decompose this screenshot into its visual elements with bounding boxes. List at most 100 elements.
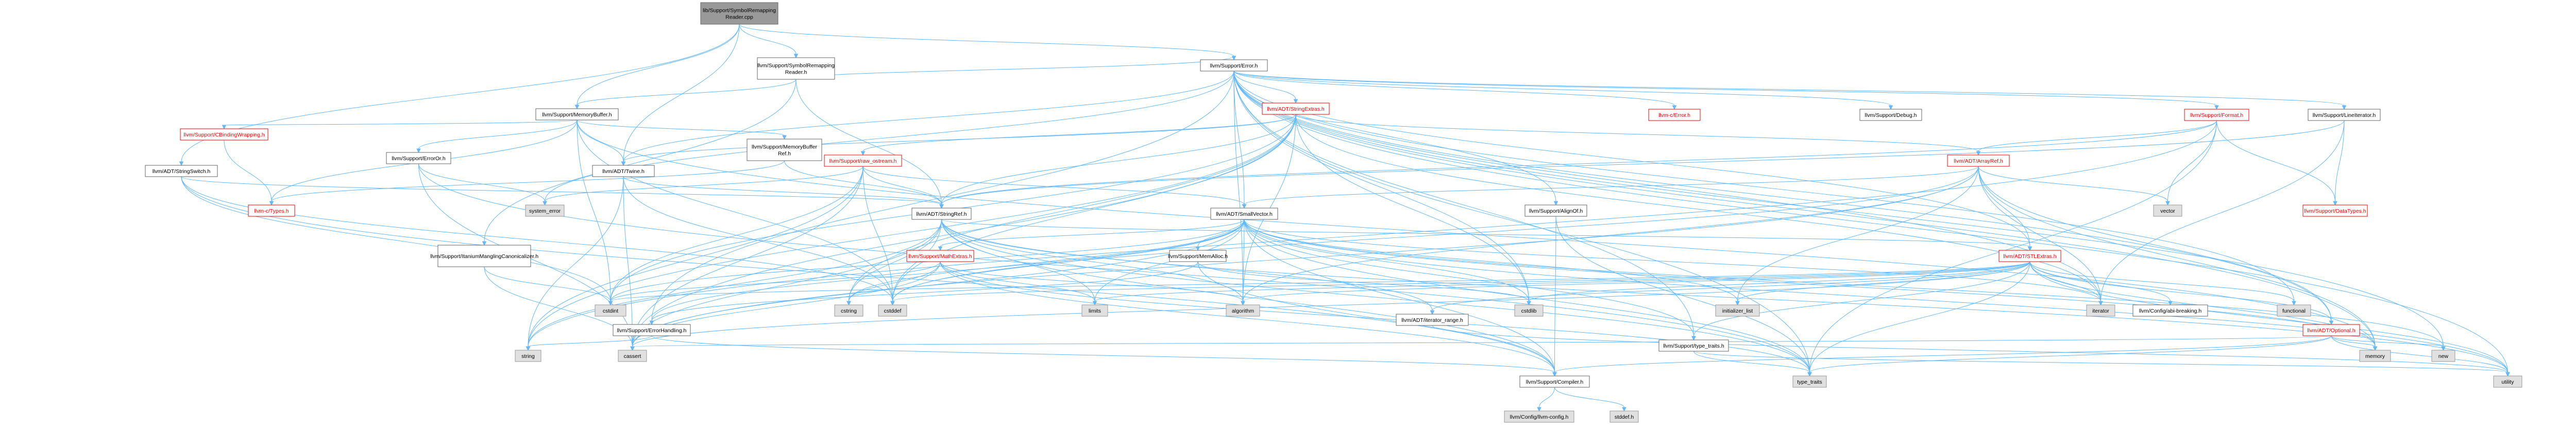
node-box bbox=[906, 250, 974, 262]
node-llvm-adt-smallvector-h[interactable]: llvm/ADT/SmallVector.h bbox=[1210, 208, 1278, 220]
node-llvm-config-abi-breaking-h[interactable]: llvm/Config/abi-breaking.h bbox=[2132, 304, 2208, 317]
node-llvm-support-memalloc-h[interactable]: llvm/Support/MemAlloc.h bbox=[1168, 250, 1228, 262]
node-label: llvm/Support/raw_ostream.h bbox=[829, 158, 897, 164]
node-llvm-c-error-h[interactable]: llvm-c/Error.h bbox=[1648, 109, 1701, 121]
node-llvm-support-format-h[interactable]: llvm/Support/Format.h bbox=[2184, 109, 2249, 121]
node-box bbox=[613, 324, 691, 336]
node-label: llvm/Support/ErrorOr.h bbox=[392, 156, 446, 162]
node-llvm-support-compiler-h[interactable]: llvm/Support/Compiler.h bbox=[1519, 375, 1590, 388]
edge bbox=[1735, 261, 2030, 306]
node-llvm-adt-stlextras-h[interactable]: llvm/ADT/STLExtras.h bbox=[1998, 250, 2061, 262]
edge bbox=[543, 71, 1234, 206]
node-llvm-support-cbindingwrapping-h[interactable]: llvm/Support/CBindingWrapping.h bbox=[180, 128, 268, 141]
edge bbox=[795, 56, 1236, 80]
edge bbox=[1233, 71, 2347, 110]
node-llvm-adt-iterator-range-h[interactable]: llvm/ADT/iterator_range.h bbox=[1396, 314, 1469, 326]
node-llvm-support-lineiterator-h[interactable]: llvm/Support/LineIterator.h bbox=[2308, 109, 2381, 121]
node-label: llvm/Support/DataTypes.h bbox=[2304, 208, 2366, 214]
node-box bbox=[2302, 204, 2368, 217]
node-box bbox=[1998, 250, 2061, 262]
node-box bbox=[1081, 304, 1108, 317]
node-llvm-support-debug-h[interactable]: llvm/Support/Debug.h bbox=[1859, 109, 1922, 121]
node-label: limits bbox=[1089, 308, 1101, 314]
node-llvm-adt-arrayref-h[interactable]: llvm/ADT/ArrayRef.h bbox=[1947, 155, 2010, 167]
node-llvm-support-error-h[interactable]: llvm/Support/Error.h bbox=[1200, 59, 1268, 72]
node-box bbox=[747, 139, 822, 161]
node-system-error: system_error bbox=[525, 204, 565, 217]
edge bbox=[1242, 166, 1979, 209]
edge bbox=[1807, 335, 2332, 377]
edge bbox=[1092, 261, 2030, 306]
node-llvm-adt-stringextras-h[interactable]: llvm/ADT/StringExtras.h bbox=[1262, 102, 1330, 115]
node-label: llvm/Support/type_traits.h bbox=[1663, 343, 1724, 349]
edge bbox=[1976, 120, 2217, 156]
node-box bbox=[145, 165, 218, 177]
edge bbox=[623, 176, 635, 351]
node-box bbox=[2308, 109, 2381, 121]
edge bbox=[941, 219, 2510, 377]
node-label: llvm/Support/MemoryBuffer.h bbox=[542, 112, 612, 118]
node-llvm-support-erroror-h[interactable]: llvm/Support/ErrorOr.h bbox=[386, 152, 451, 164]
node-llvm-support-datatypes-h[interactable]: llvm/Support/DataTypes.h bbox=[2302, 204, 2368, 217]
edge bbox=[621, 114, 1296, 166]
node-label: llvm-c/Error.h bbox=[1658, 112, 1690, 118]
edge bbox=[1233, 71, 1893, 110]
edge bbox=[416, 119, 578, 153]
node-llvm-support-mathextras-h[interactable]: llvm/Support/MathExtras.h bbox=[906, 250, 974, 262]
edge bbox=[890, 219, 1245, 306]
node-llvm-support-type-traits-h[interactable]: llvm/Support/type_traits.h bbox=[1658, 339, 1729, 352]
edge bbox=[2029, 261, 2296, 306]
node-llvm-adt-stringswitch-h[interactable]: llvm/ADT/StringSwitch.h bbox=[145, 165, 218, 177]
edge bbox=[1527, 261, 2030, 306]
edge bbox=[222, 119, 578, 130]
node-box bbox=[1226, 304, 1260, 317]
node-label: llvm/Support/Compiler.h bbox=[1526, 379, 1584, 385]
node-llvm-adt-optional-h[interactable]: llvm/ADT/Optional.h bbox=[2302, 324, 2360, 336]
node-box bbox=[248, 204, 295, 217]
node-iterator: iterator bbox=[2086, 304, 2115, 317]
edge bbox=[651, 335, 1557, 377]
node-label: iterator bbox=[2092, 308, 2109, 314]
edge bbox=[2165, 120, 2217, 206]
node-label: llvm/ADT/SmallVector.h bbox=[1216, 211, 1273, 217]
node-llvm-support-itaniummanglingcanonicalizer-h[interactable]: llvm/Support/ItaniumManglingCanonicalize… bbox=[430, 245, 538, 267]
node-llvm-support-errorhandling-h[interactable]: llvm/Support/ErrorHandling.h bbox=[613, 324, 691, 336]
edge bbox=[1807, 120, 2217, 377]
node-label: llvm/Support/MemAlloc.h bbox=[1168, 253, 1228, 260]
node-llvm-c-types-h[interactable]: llvm-c/Types.h bbox=[248, 204, 295, 217]
edge bbox=[1552, 335, 2332, 377]
node-label: string bbox=[521, 353, 535, 359]
node-label: llvm/Support/Debug.h bbox=[1865, 112, 1917, 118]
node-label: llvm/ADT/StringExtras.h bbox=[1267, 106, 1325, 112]
edge bbox=[577, 119, 787, 140]
node-type-traits: type_traits bbox=[1792, 375, 1827, 388]
graph-edges bbox=[179, 24, 2510, 412]
node-box bbox=[2359, 350, 2391, 362]
node-label: system_error bbox=[529, 208, 561, 214]
edge bbox=[1537, 387, 1555, 412]
node-llvm-support-memorybuffer-h[interactable]: llvm/Support/MemoryBuffer.h bbox=[535, 108, 619, 121]
node-box bbox=[2132, 304, 2208, 317]
node-label: initializer_list bbox=[1722, 308, 1753, 314]
node-cstdlib: cstdlib bbox=[1514, 304, 1544, 317]
edge bbox=[608, 219, 1245, 306]
node-llvm-support-raw-ostream-h[interactable]: llvm/Support/raw_ostream.h bbox=[824, 155, 902, 167]
edge bbox=[181, 176, 944, 209]
edge bbox=[862, 166, 1247, 209]
node-llvm-adt-stringref-h[interactable]: llvm/ADT/StringRef.h bbox=[911, 208, 972, 220]
node-box bbox=[180, 128, 268, 141]
edge bbox=[1978, 166, 2103, 306]
node-llvm-adt-twine-h[interactable]: llvm/ADT/Twine.h bbox=[592, 165, 655, 177]
edge bbox=[2029, 261, 2334, 325]
node-stddef-h: stddef.h bbox=[1609, 410, 1639, 423]
edge bbox=[1241, 261, 2030, 306]
node-llvm-support-alignof-h[interactable]: llvm/Support/AlignOf.h bbox=[1524, 204, 1587, 217]
node-label: llvm/Support/LineIterator.h bbox=[2313, 112, 2376, 118]
edge bbox=[224, 140, 274, 206]
edge bbox=[482, 79, 796, 246]
